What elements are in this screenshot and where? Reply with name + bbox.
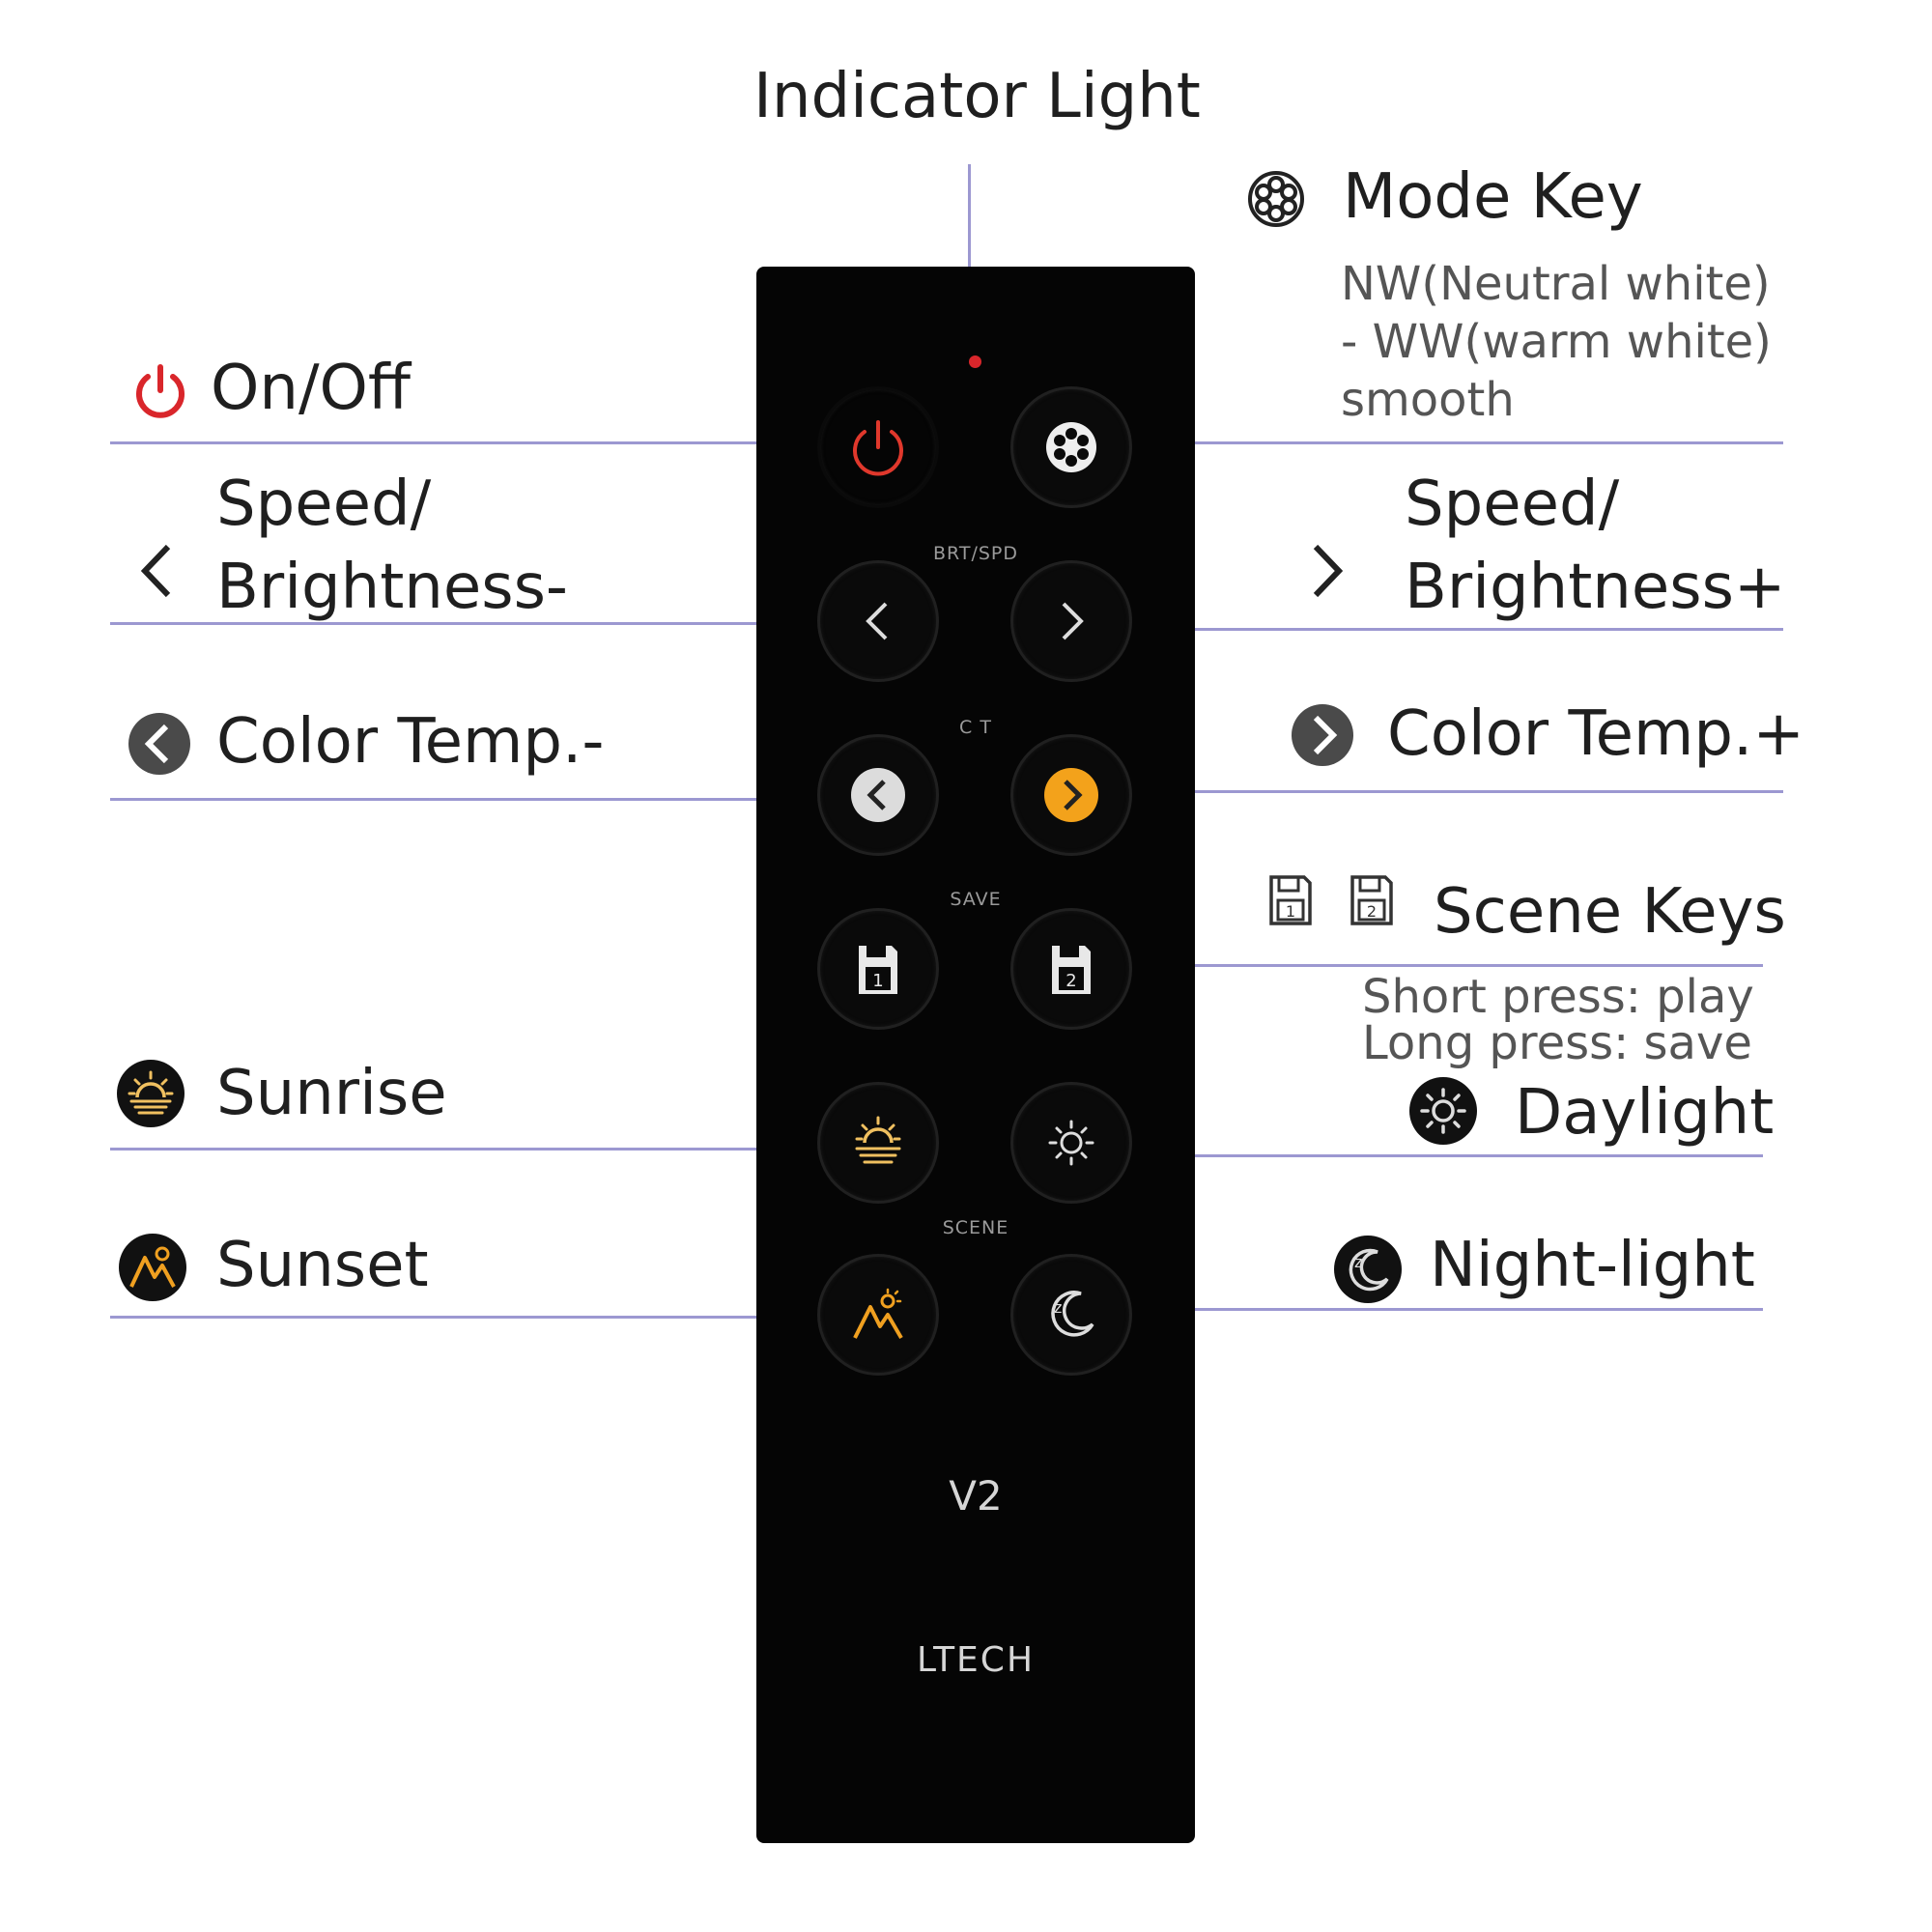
sunset-label: Sunset: [216, 1230, 429, 1301]
color-temp-up-button[interactable]: [1010, 734, 1132, 856]
night-light-button[interactable]: z: [1010, 1254, 1132, 1376]
speed-left-label-1: Speed/: [216, 469, 432, 540]
daylight-button[interactable]: [1010, 1082, 1132, 1204]
speed-left-label-2: Brightness-: [216, 552, 568, 623]
save-2-button-icon: 2: [1052, 946, 1091, 994]
sunrise-button[interactable]: [817, 1082, 939, 1204]
chevron-left-icon: [140, 544, 171, 598]
sunset-button-icon: [853, 1288, 903, 1340]
ct-minus-label: Color Temp.-: [216, 706, 605, 778]
ct-plus-icon: [1292, 704, 1353, 766]
night-light-leader: [1140, 1308, 1763, 1311]
scene-keys-leader: [1140, 964, 1763, 967]
daylight-button-icon: [1048, 1120, 1094, 1166]
sunset-icon: [119, 1234, 186, 1301]
on-off-label: On/Off: [211, 353, 411, 424]
daylight-label: Daylight: [1515, 1077, 1775, 1149]
daylight-leader: [1140, 1154, 1763, 1157]
on-off-leader: [110, 441, 800, 444]
chevron-right-icon: [1313, 544, 1344, 598]
scene-keys-label: Scene Keys: [1434, 876, 1786, 948]
indicator-leader: [968, 164, 971, 319]
section-ct: C T: [959, 717, 992, 738]
speed-right-label-1: Speed/: [1405, 469, 1620, 540]
ct-up-button-icon: [1044, 768, 1098, 822]
night-light-icon: z: [1334, 1236, 1402, 1303]
indicator-light-label: Indicator Light: [753, 61, 1201, 132]
ct-minus-icon: [128, 713, 190, 775]
speed-right-label-2: Brightness+: [1405, 552, 1786, 623]
sunrise-label: Sunrise: [216, 1058, 447, 1129]
ct-plus-label: Color Temp.+: [1387, 698, 1804, 770]
sunset-leader: [110, 1316, 804, 1319]
color-temp-down-button[interactable]: [817, 734, 939, 856]
save-1-button-icon: 1: [859, 946, 897, 994]
svg-text:z: z: [1354, 1253, 1362, 1271]
mode-key-icon: [1248, 171, 1304, 227]
mode-desc-1: NW(Neutral white): [1341, 257, 1771, 311]
svg-text:2: 2: [1367, 902, 1377, 921]
model-name: V2: [949, 1472, 1003, 1520]
power-icon: [136, 364, 185, 418]
mode-button-icon: [1046, 422, 1096, 472]
remote-body: BRT/SPD C T SAVE SCENE V2 LTECH: [756, 267, 1195, 1843]
save-2-icon: 2: [1350, 875, 1393, 925]
chevron-right-button-icon: [1062, 602, 1084, 640]
scene-desc-1: Short press: play: [1362, 970, 1754, 1024]
svg-text:1: 1: [872, 971, 883, 991]
speed-right-leader: [1140, 628, 1783, 631]
sunrise-icon: [117, 1060, 185, 1127]
chevron-left-button-icon: [866, 602, 888, 640]
mode-desc-3: smooth: [1341, 373, 1515, 427]
brightness-up-button[interactable]: [1010, 560, 1132, 682]
mode-button[interactable]: [1010, 386, 1132, 508]
mode-key-label: Mode Key: [1343, 161, 1643, 233]
svg-text:z: z: [1054, 1298, 1062, 1317]
section-save: SAVE: [950, 889, 1002, 910]
section-brt-spd: BRT/SPD: [932, 543, 1018, 564]
sunrise-button-icon: [855, 1116, 901, 1164]
scene-1-button[interactable]: 1: [817, 908, 939, 1030]
speed-left-leader: [110, 622, 792, 625]
brightness-down-button[interactable]: [817, 560, 939, 682]
scene-desc-2: Long press: save: [1362, 1016, 1752, 1070]
brand-logo: LTECH: [916, 1640, 1036, 1680]
night-light-button-icon: z: [1051, 1291, 1094, 1337]
power-button[interactable]: [817, 386, 939, 508]
section-scene: SCENE: [942, 1217, 1009, 1238]
ct-plus-leader: [1140, 790, 1783, 793]
daylight-icon: [1409, 1077, 1477, 1145]
svg-text:1: 1: [1286, 902, 1295, 921]
mode-leader: [1138, 441, 1783, 444]
ct-down-button-icon: [851, 768, 905, 822]
ct-minus-leader: [110, 798, 792, 801]
save-1-icon: 1: [1269, 875, 1312, 925]
sunrise-leader: [110, 1148, 804, 1151]
indicator-light: [969, 355, 981, 368]
scene-2-button[interactable]: 2: [1010, 908, 1132, 1030]
sunset-button[interactable]: [817, 1254, 939, 1376]
power-button-icon: [853, 420, 903, 476]
mode-desc-2: - WW(warm white): [1341, 315, 1772, 369]
night-light-label: Night-light: [1430, 1230, 1755, 1301]
svg-text:2: 2: [1065, 971, 1076, 991]
